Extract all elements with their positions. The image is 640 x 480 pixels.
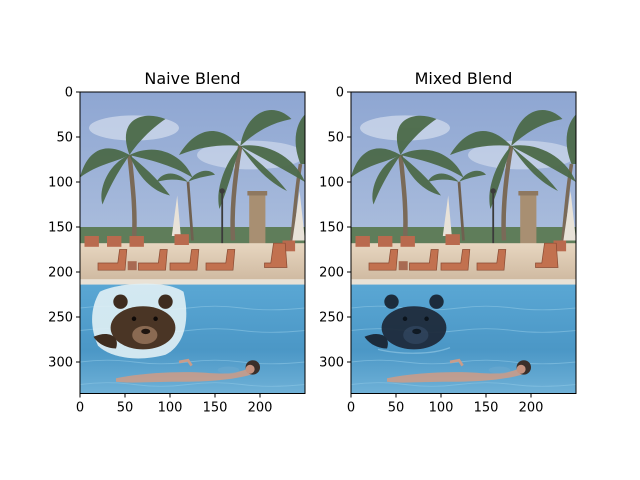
image-mixed-blend — [351, 92, 576, 394]
ticks-mixed-blend: 0 50 100 150 200 0 50 100 150 200 250 300 — [319, 86, 543, 416]
axes-title-naive-blend: Naive Blend — [144, 69, 240, 88]
y-tick-label: 300 — [48, 356, 73, 371]
bear-head-mixed — [364, 294, 451, 354]
y-tick-label: 300 — [319, 356, 344, 371]
x-tick-label: 150 — [203, 401, 228, 416]
y-tick-label: 100 — [319, 176, 344, 191]
x-tick-label: 100 — [158, 401, 183, 416]
y-tick-label: 200 — [48, 266, 73, 281]
ticks-naive-blend: 0 50 100 150 200 0 50 100 150 200 250 300 — [48, 86, 272, 416]
bear-head-naive — [93, 294, 176, 350]
y-tick-label: 0 — [336, 86, 344, 101]
axes-title-mixed-blend: Mixed Blend — [415, 69, 513, 88]
axes-naive-blend: Naive Blend 0 50 100 150 200 0 50 100 150 200 250 3… — [48, 69, 305, 416]
image-naive-blend — [80, 92, 305, 394]
x-tick-label: 150 — [474, 401, 499, 416]
y-tick-label: 150 — [319, 221, 344, 236]
x-tick-label: 200 — [519, 401, 544, 416]
x-tick-label: 0 — [76, 401, 84, 416]
x-tick-label: 50 — [117, 401, 134, 416]
y-tick-label: 150 — [48, 221, 73, 236]
x-tick-label: 100 — [429, 401, 454, 416]
y-tick-label: 250 — [48, 311, 73, 326]
y-tick-label: 50 — [327, 131, 344, 146]
x-tick-label: 50 — [388, 401, 405, 416]
y-tick-label: 100 — [48, 176, 73, 191]
y-tick-label: 250 — [319, 311, 344, 326]
axes-frame-mixed-blend — [350, 91, 577, 394]
axes-frame-naive-blend — [79, 91, 306, 394]
y-tick-label: 200 — [319, 266, 344, 281]
x-tick-label: 200 — [248, 401, 273, 416]
y-tick-label: 50 — [56, 131, 73, 146]
x-tick-label: 0 — [347, 401, 355, 416]
y-tick-label: 0 — [65, 86, 73, 101]
axes-mixed-blend: Mixed Blend 0 50 100 150 200 0 50 100 150 200 250 3… — [319, 69, 576, 416]
